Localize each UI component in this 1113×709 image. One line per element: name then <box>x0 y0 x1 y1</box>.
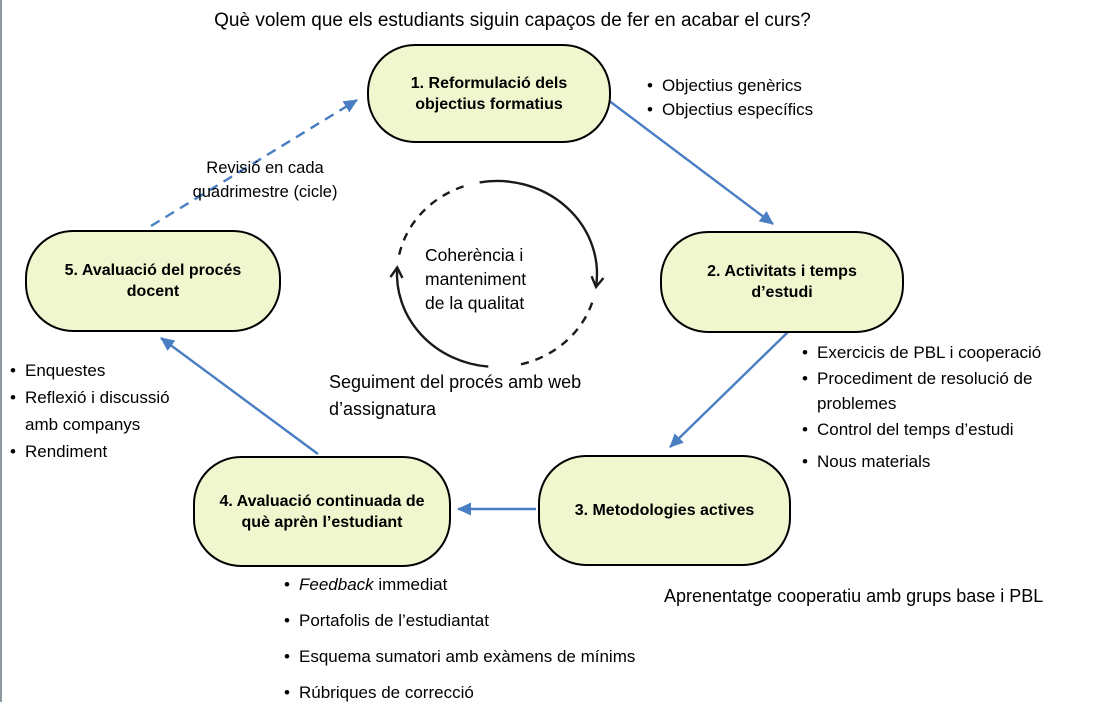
seguiment-label-line1: Seguiment del procés amb web <box>329 372 582 392</box>
process-box-1-line1: 1. Reformulació dels <box>410 74 568 92</box>
process-box-3-line1: 3. Metodologies actives <box>574 502 755 519</box>
list-item: Exercicis de PBL i cooperació <box>800 340 1041 366</box>
list-item: Feedback immediat <box>282 573 635 597</box>
feedback-italic-text: Feedback <box>299 575 374 594</box>
arrow-box1-to-box2 <box>603 96 774 225</box>
aprenentatge-label: Aprenentatge cooperatiu amb grups base i… <box>664 586 1044 606</box>
list-item: Objectius específics <box>645 98 813 122</box>
center-circle-label-line1: Coherència i <box>425 245 524 265</box>
cycle-arc-bottom-left <box>397 268 489 368</box>
revision-label-line2: quadrimestre (cicle) <box>192 183 338 201</box>
process-box-1-line2: objectius formatius <box>415 95 563 113</box>
arrow-box2-to-box3 <box>669 330 790 448</box>
process-box-5-line1: 5. Avaluació del procés <box>64 262 242 279</box>
center-cycle-circle <box>397 179 597 368</box>
center-circle-label: Coherència i manteniment de la qualitat <box>425 243 526 315</box>
revision-label: Revisió en cada quadrimestre (cicle) <box>175 156 355 204</box>
process-box-1: 1. Reformulació dels objectius formatius <box>367 44 611 143</box>
arrow-box4-to-box5 <box>160 337 319 455</box>
objectius-bullet-list: Objectius genèrics Objectius específics <box>645 74 813 122</box>
process-box-4: 4. Avaluació continuada de què aprèn l’e… <box>193 456 451 567</box>
process-box-5-line2: docent <box>126 283 180 300</box>
revision-label-line1: Revisió en cada <box>206 159 324 177</box>
list-item: Procediment de resolució de problemes <box>800 366 1041 417</box>
cycle-arc-top-left-dashed <box>398 184 467 255</box>
center-circle-label-line3: de la qualitat <box>425 293 525 313</box>
process-box-2: 2. Activitats i temps d’estudi <box>660 231 904 333</box>
list-item: Esquema sumatori amb exàmens de mínims <box>282 645 635 669</box>
process-box-5: 5. Avaluació del procés docent <box>25 230 281 332</box>
list-item: Enquestes <box>8 357 170 384</box>
cycle-arc-top-right <box>479 179 597 287</box>
list-item: Rúbriques de correcció <box>282 681 635 705</box>
seguiment-label-line2: d’assignatura <box>329 399 437 419</box>
process-box-2-line2: d’estudi <box>751 284 813 301</box>
arrow-box5-to-box1-dashed <box>150 98 358 228</box>
list-item: Nous materials <box>800 449 1041 475</box>
seguiment-label: Seguiment del procés amb web d’assignatu… <box>329 369 581 423</box>
list-item: Reflexió i discussió amb companys <box>8 384 170 438</box>
process-box-2-line1: 2. Activitats i temps <box>707 263 857 280</box>
activitats-bullet-list: Exercicis de PBL i cooperació Procedimen… <box>800 340 1041 475</box>
process-box-3: 3. Metodologies actives <box>538 455 791 566</box>
list-item: Rendiment <box>8 438 170 465</box>
cycle-arc-bottom-right-dashed <box>514 302 594 367</box>
diagram-title: Què volem que els estudiants siguin capa… <box>214 10 811 31</box>
process-box-4-line1: 4. Avaluació continuada de <box>219 492 425 510</box>
list-item: Control del temps d’estudi <box>800 417 1041 443</box>
list-item: Portafolis de l’estudiantat <box>282 609 635 633</box>
left-edge-line <box>0 0 2 702</box>
center-circle-label-line2: manteniment <box>425 269 527 289</box>
avaluacio-bullet-list: Feedback immediat Portafolis de l’estudi… <box>282 573 635 709</box>
list-item: Objectius genèrics <box>645 74 813 98</box>
proces-docent-bullet-list: Enquestes Reflexió i discussió amb compa… <box>8 357 170 465</box>
process-box-4-line2: què aprèn l’estudiant <box>241 513 403 531</box>
